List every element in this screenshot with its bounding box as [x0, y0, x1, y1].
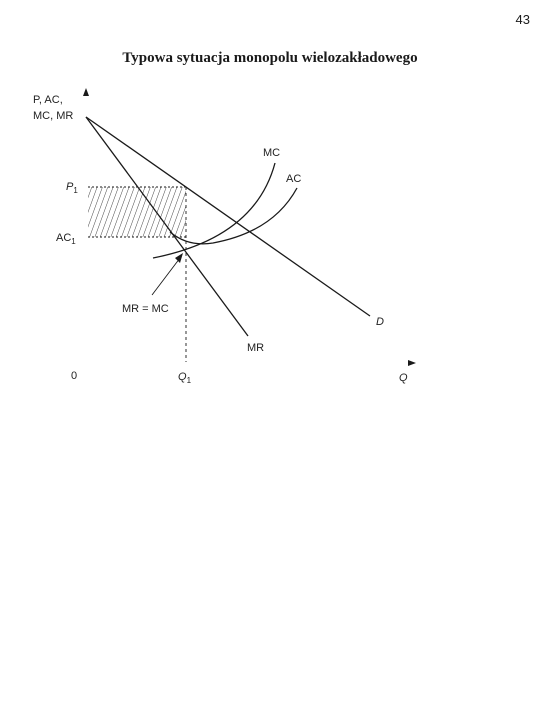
p1-label-main: P: [66, 181, 74, 193]
q1-label-main: Q: [178, 371, 187, 383]
equilibrium-label: MR = MC: [122, 303, 169, 315]
mr-label: MR: [247, 342, 264, 354]
profit-area: [88, 187, 186, 237]
marginal-revenue-curve: [85, 116, 249, 337]
p1-label-sub: 1: [73, 186, 78, 195]
demand-curve: [85, 116, 371, 317]
page-title: Typowa sytuacja monopolu wielozakładoweg…: [122, 50, 418, 66]
x-axis-label: Q: [399, 372, 408, 384]
equilibrium-arrow-icon: [175, 253, 183, 263]
d-label: D: [376, 316, 384, 328]
origin-label: 0: [71, 370, 77, 382]
ac1-label-main: AC: [56, 232, 71, 244]
q1-label-sub: 1: [187, 376, 192, 385]
mc-label: MC: [263, 147, 280, 159]
x-axis-arrow-icon: [408, 360, 416, 366]
p1-label: P1: [66, 181, 78, 195]
ac1-label-sub: 1: [71, 237, 76, 246]
marginal-cost-curve: [152, 162, 276, 259]
average-cost-curve: [169, 187, 298, 245]
y-axis-label-line2: MC, MR: [33, 110, 73, 122]
ac1-label: AC1: [56, 232, 76, 246]
y-axis-arrow-icon: [83, 88, 89, 96]
ac-label: AC: [286, 173, 301, 185]
y-axis-label-line1: P, AC,: [33, 94, 63, 106]
page-number: 43: [515, 12, 530, 27]
equilibrium-pointer: [151, 257, 181, 296]
q1-label: Q1: [178, 371, 192, 385]
